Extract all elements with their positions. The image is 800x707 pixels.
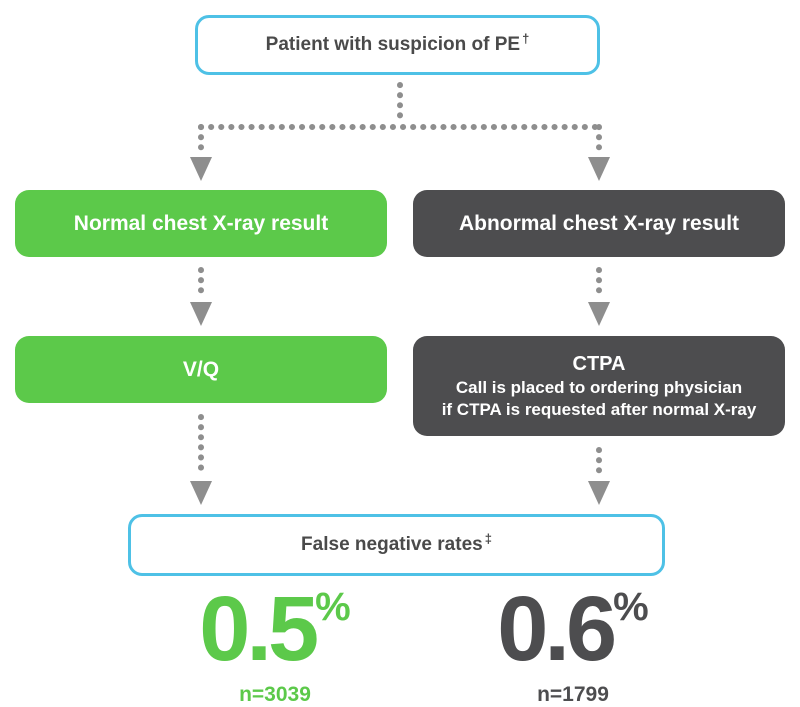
false-negative-rates-box: False negative rates‡ [128, 514, 665, 576]
arrowhead-right-1 [588, 157, 610, 181]
double-dagger-mark: ‡ [484, 530, 492, 546]
ctpa-sample-size: n=1799 [537, 683, 609, 706]
vq-label: V/Q [182, 357, 220, 381]
abnormal-xray-label: Abnormal chest X-ray result [458, 211, 740, 235]
ctpa-rate-unit: % [613, 585, 649, 629]
arrowhead-right-2 [588, 302, 610, 326]
vq-rate-unit: % [315, 585, 351, 629]
ctpa-note-line-1: Call is placed to ordering physician [455, 378, 743, 398]
vq-box: V/Q [15, 336, 387, 403]
patient-suspicion-label: Patient with suspicion of PE [265, 34, 521, 55]
ctpa-box: CTPA Call is placed to ordering physicia… [413, 336, 785, 436]
arrowhead-left-2 [190, 302, 212, 326]
dagger-mark: † [522, 30, 530, 46]
ctpa-false-negative-stat: 0.6% n=1799 [478, 583, 668, 707]
abnormal-xray-box: Abnormal chest X-ray result [413, 190, 785, 257]
arrowhead-right-3 [588, 481, 610, 505]
vq-false-negative-stat: 0.5% n=3039 [180, 583, 370, 707]
ctpa-note-line-2: if CTPA is requested after normal X-ray [441, 399, 757, 419]
ctpa-rate-value: 0.6 [497, 578, 617, 680]
arrowhead-left-3 [190, 481, 212, 505]
vq-rate-value: 0.5 [199, 578, 319, 680]
false-negative-rates-label: False negative rates [301, 534, 483, 555]
vq-sample-size: n=3039 [239, 683, 311, 706]
patient-suspicion-box: Patient with suspicion of PE† [195, 15, 600, 75]
arrowhead-left-1 [190, 157, 212, 181]
ctpa-title: CTPA [572, 353, 626, 376]
normal-xray-label: Normal chest X-ray result [73, 211, 329, 235]
normal-xray-box: Normal chest X-ray result [15, 190, 387, 257]
